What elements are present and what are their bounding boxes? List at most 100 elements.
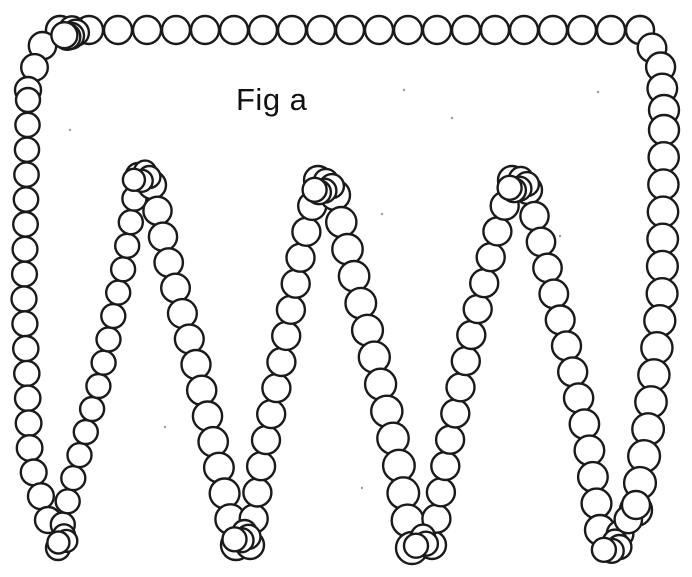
bead — [14, 162, 38, 186]
bead — [86, 374, 110, 398]
bead — [247, 452, 275, 480]
speck — [164, 426, 166, 428]
bead — [104, 16, 132, 44]
bead — [336, 16, 364, 44]
bead — [12, 311, 37, 336]
bead — [510, 16, 538, 44]
bead — [13, 336, 38, 361]
bead — [546, 306, 575, 335]
bead — [423, 16, 451, 44]
bead — [13, 212, 38, 237]
bead — [149, 223, 177, 251]
bead — [267, 348, 295, 376]
bead — [106, 281, 130, 305]
bead — [427, 478, 455, 506]
bead — [564, 383, 593, 412]
bead — [204, 453, 234, 483]
bead — [28, 483, 54, 509]
bead — [262, 374, 290, 402]
bead — [303, 178, 327, 202]
bead — [199, 427, 228, 456]
bead — [533, 254, 561, 282]
bead — [282, 270, 310, 298]
bead — [540, 280, 569, 309]
bead — [404, 534, 428, 558]
bead — [223, 527, 247, 551]
speck — [403, 89, 405, 91]
bead — [16, 88, 40, 112]
bead — [252, 426, 280, 454]
bead — [51, 22, 77, 48]
bead — [182, 350, 211, 379]
bead — [13, 237, 38, 262]
bead — [61, 466, 85, 490]
speck — [69, 129, 71, 131]
bead — [187, 376, 216, 405]
bead — [452, 16, 480, 44]
bead — [436, 426, 464, 454]
bead — [464, 295, 492, 323]
bead — [383, 450, 415, 482]
bead — [481, 16, 509, 44]
bead — [12, 262, 37, 287]
bead — [115, 234, 139, 258]
bead — [191, 16, 219, 44]
bead — [14, 361, 39, 386]
bead — [597, 16, 625, 44]
bead — [582, 489, 612, 519]
bead — [307, 16, 335, 44]
bead — [431, 452, 459, 480]
bead — [16, 410, 42, 436]
speck — [597, 91, 599, 93]
bead — [143, 197, 171, 225]
bead — [359, 342, 390, 373]
bead — [477, 243, 505, 271]
bead — [243, 479, 271, 507]
speck — [451, 117, 453, 119]
bead — [15, 138, 39, 162]
bead — [101, 304, 125, 328]
bead — [483, 217, 511, 245]
bead — [332, 234, 362, 264]
bead — [80, 397, 104, 421]
speck — [381, 213, 383, 215]
bead — [277, 296, 305, 324]
bead — [123, 169, 145, 191]
bead — [272, 322, 300, 350]
bead — [175, 325, 204, 354]
bead — [133, 16, 161, 44]
bead — [578, 462, 608, 492]
bead — [346, 288, 377, 319]
bead — [292, 218, 320, 246]
bead — [558, 357, 587, 386]
bead — [339, 261, 369, 291]
bead — [452, 347, 480, 375]
bead — [552, 331, 581, 360]
bead — [155, 248, 183, 276]
bead — [17, 435, 43, 461]
bead — [193, 402, 222, 431]
bead — [168, 299, 197, 328]
bead — [649, 115, 679, 145]
bead — [278, 16, 306, 44]
bead — [441, 400, 469, 428]
bead — [249, 16, 277, 44]
speck — [361, 487, 363, 489]
bead — [470, 269, 498, 297]
bead — [14, 187, 38, 211]
bead — [74, 420, 98, 444]
bead — [447, 373, 475, 401]
bead — [47, 532, 69, 554]
bead — [539, 16, 567, 44]
bead — [111, 257, 135, 281]
bead — [457, 321, 485, 349]
bead — [592, 538, 616, 562]
bead — [394, 16, 422, 44]
bead — [649, 142, 679, 172]
bead — [15, 386, 40, 411]
bead — [570, 409, 599, 438]
bead — [527, 228, 555, 256]
bead — [575, 436, 605, 466]
bead — [326, 207, 356, 237]
